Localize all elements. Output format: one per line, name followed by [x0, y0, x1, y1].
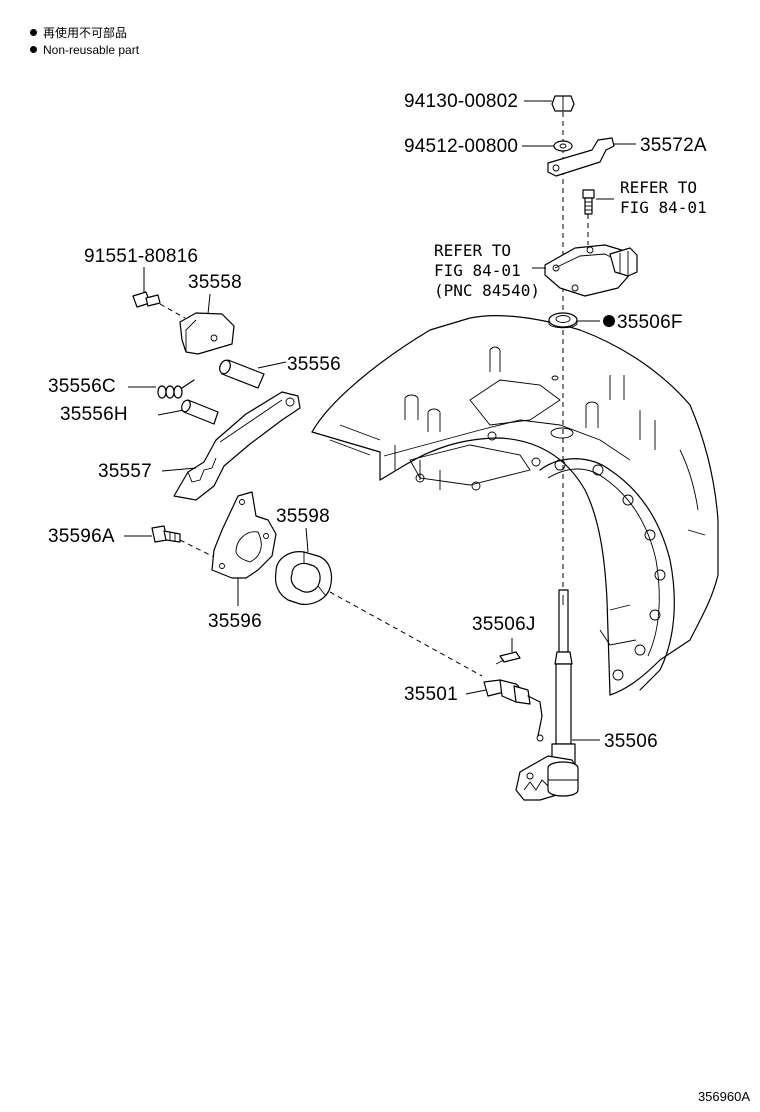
label-35556: 35556 [287, 354, 341, 375]
washer-94512-icon [553, 140, 573, 152]
label-91551-80816: 91551-80816 [84, 246, 198, 267]
refer-text-2-line1: REFER TO [434, 241, 511, 260]
oil-seal-35506F-icon [548, 312, 578, 329]
label-35557: 35557 [98, 461, 152, 482]
non-reusable-dot-icon [603, 315, 615, 327]
shift-rod-35501-icon [483, 679, 544, 742]
refer-text-1-line2: FIG 84-01 [620, 198, 707, 217]
label-35501: 35501 [404, 684, 458, 705]
label-35596A: 35596A [48, 526, 115, 547]
pin-35556-icon [219, 359, 265, 389]
bolt-91551-icon [132, 291, 161, 308]
detent-plate-35596-icon [211, 491, 277, 579]
label-94130-00802: 94130-00802 [404, 91, 518, 112]
refer-text-1-line1: REFER TO [620, 178, 697, 197]
non-reusable-dot-icon [30, 46, 37, 53]
legend-japanese: 再使用不可部品 [30, 26, 127, 40]
illustration-code: 356960A [697, 1089, 750, 1104]
bolt-35596A-icon [151, 525, 181, 543]
collar-35598-icon [274, 551, 333, 605]
plate-35558-icon [179, 312, 235, 355]
label-35598: 35598 [276, 506, 330, 527]
detent-lever-35557-icon [173, 391, 301, 501]
pin-35506J-icon [495, 651, 521, 665]
legend-english: Non-reusable part [30, 43, 139, 57]
label-94512-00800: 94512-00800 [404, 136, 518, 157]
spring-35556C-icon [157, 379, 195, 399]
lever-35572A-icon [547, 137, 615, 177]
label-35506J: 35506J [472, 614, 536, 635]
label-35558: 35558 [188, 272, 242, 293]
label-35556C: 35556C [48, 376, 116, 397]
nut-94130-icon [551, 95, 575, 112]
transmission-case [311, 315, 719, 696]
pin-35556H-icon [181, 399, 219, 425]
label-35506: 35506 [604, 731, 658, 752]
label-35556H: 35556H [60, 404, 128, 425]
manual-shaft-35506-icon [515, 589, 579, 801]
bolt-icon [582, 189, 595, 215]
label-35506F: 35506F [617, 312, 683, 333]
refer-text-2-line2: FIG 84-01 [434, 261, 521, 280]
label-35596: 35596 [208, 611, 262, 632]
label-35572A: 35572A [640, 135, 707, 156]
refer-text-2-line3: (PNC 84540) [434, 281, 540, 300]
non-reusable-dot-icon [30, 29, 37, 36]
neutral-start-switch-icon [544, 244, 638, 297]
